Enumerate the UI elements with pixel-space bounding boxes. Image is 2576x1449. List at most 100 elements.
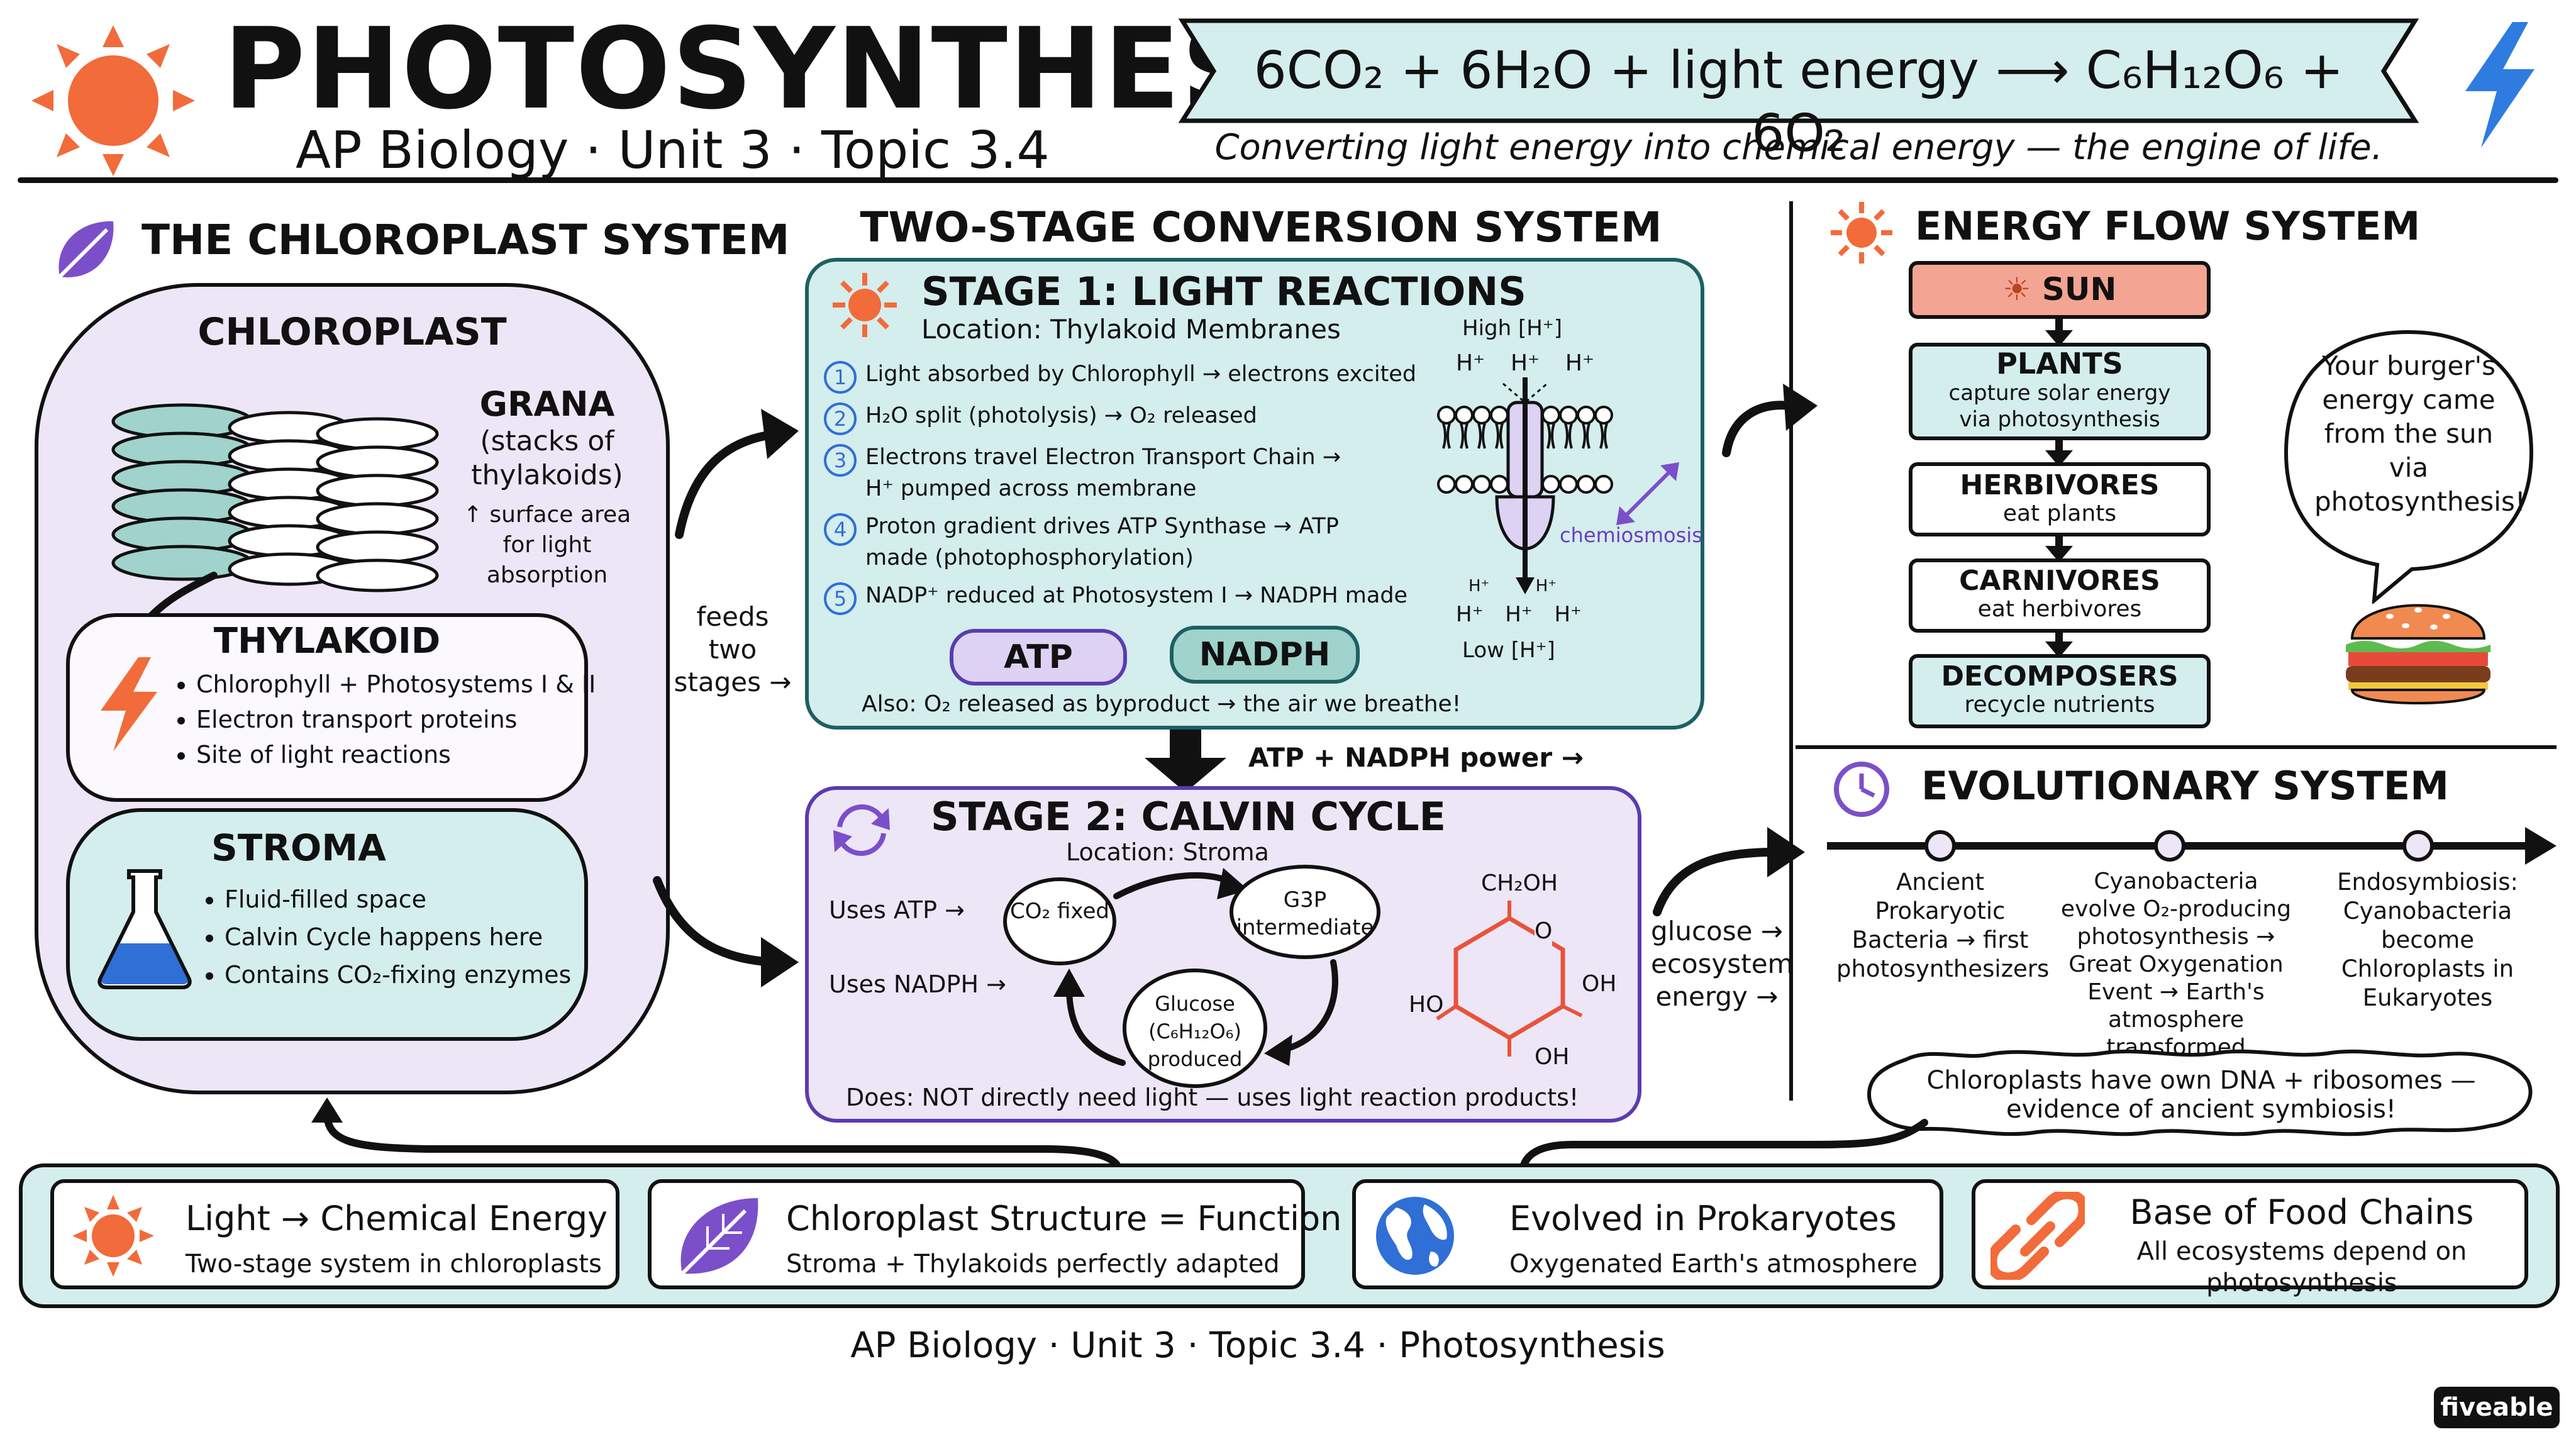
h-plus-ion: H⁺ xyxy=(1535,577,1557,596)
speech-bubble xyxy=(2284,330,2534,604)
h-plus-ion: H⁺ xyxy=(1554,602,1582,627)
stage2-title: STAGE 2: CALVIN CYCLE xyxy=(931,794,1446,840)
chloroplast-to-stage1-arrow xyxy=(675,409,799,539)
list-item: Electron transport proteins xyxy=(196,702,605,737)
glucose-oh-bottom-label: OH xyxy=(1535,1044,1570,1070)
glucose-produced-node: Glucose (C₆H₁₂O₆) produced xyxy=(1123,969,1267,1088)
chemiosmosis-arrow xyxy=(1616,462,1679,525)
step-row: 1 Light absorbed by Chlorophyll → electr… xyxy=(824,358,1421,400)
summary-card-desc: Stroma + Thylakoids perfectly adapted xyxy=(786,1250,1280,1279)
decomposers-title: DECOMPOSERS xyxy=(1941,660,2179,692)
cycle-icon xyxy=(833,804,890,856)
chain-link-icon xyxy=(1990,1192,2085,1280)
atp-badge: ATP xyxy=(950,629,1127,686)
step-text: Proton gradient drives ATP Synthase → AT… xyxy=(865,514,1339,570)
symbiosis-note: Chloroplasts have own DNA + ribosomes — … xyxy=(1926,1066,2476,1124)
glucose-ho-label: HO xyxy=(1409,992,1444,1018)
energy-flow-heading: ENERGY FLOW SYSTEM xyxy=(1915,203,2421,249)
timeline-event: Ancient Prokaryotic Bacteria → first pho… xyxy=(1836,869,2050,982)
h-plus-ion: H⁺ xyxy=(1456,602,1484,627)
step-text: NADP⁺ reduced at Photosystem I → NADPH m… xyxy=(865,583,1408,608)
h-plus-ion: H⁺ xyxy=(1510,350,1540,376)
membrane-atp-synthase-illustration xyxy=(1437,377,1613,594)
step-row: 2 H₂O split (photolysis) → O₂ released xyxy=(824,400,1421,441)
thylakoid-list: Chlorophyll + Photosystems I & II Electr… xyxy=(170,667,605,772)
step-text: H₂O split (photolysis) → O₂ released xyxy=(865,403,1257,428)
plants-title: PLANTS xyxy=(1996,347,2123,380)
photosynthesis-equation: 6CO₂ + 6H₂O + light energy ⟶ C₆H₁₂O₆ + 6… xyxy=(1253,41,2344,164)
sun-icon xyxy=(31,25,195,176)
header-divider xyxy=(18,177,2558,183)
sun-label: SUN xyxy=(2041,271,2117,308)
stage1-steps: 1 Light absorbed by Chlorophyll → electr… xyxy=(824,358,1421,621)
stage2-does-note: Does: NOT directly need light — uses lig… xyxy=(846,1084,1579,1111)
stage2-location: Location: Stroma xyxy=(1066,838,1269,866)
lightning-icon xyxy=(101,657,157,752)
chloroplast-title: CHLOROPLAST xyxy=(197,310,507,354)
glucose-ch2oh-label: CH₂OH xyxy=(1481,870,1558,896)
summary-card-desc: Two-stage system in chloroplasts xyxy=(186,1250,602,1279)
grana-title: GRANA xyxy=(479,384,615,424)
herbivores-desc: eat plants xyxy=(2002,501,2117,526)
stroma-list: Fluid-filled space Calvin Cycle happens … xyxy=(198,880,602,994)
sun-level-box xyxy=(1909,261,2211,319)
carnivores-title: CARNIVORES xyxy=(1959,565,2160,597)
co2-fixed-node: CO₂ fixed xyxy=(1003,877,1116,965)
summary-card-title: Chloroplast Structure = Function xyxy=(786,1199,1342,1238)
step-number: 4 xyxy=(824,513,857,546)
sun-level-label: ☀ SUN xyxy=(1909,269,2211,310)
summary-card-title: Evolved in Prokaryotes xyxy=(1509,1199,1897,1238)
clock-icon xyxy=(1834,762,1889,817)
step-row: 5 NADP⁺ reduced at Photosystem I → NADPH… xyxy=(824,580,1421,621)
step-text: Light absorbed by Chlorophyll → electron… xyxy=(865,362,1417,387)
summary-card-desc: Oxygenated Earth's atmosphere xyxy=(1509,1250,1918,1279)
stage1-to-stage2-arrow xyxy=(1145,730,1226,792)
leaf-icon xyxy=(680,1198,758,1275)
low-h-label: Low [H⁺] xyxy=(1462,638,1555,663)
chloroplast-to-stage2-arrow xyxy=(653,876,799,987)
to-evolutionary-arrow xyxy=(1653,827,1805,916)
list-item: Site of light reactions xyxy=(196,737,605,772)
plants-desc: capture solar energy via photosynthesis xyxy=(1948,380,2171,432)
symbiosis-note-cloud xyxy=(1867,1049,2533,1136)
thylakoid-title: THYLAKOID xyxy=(213,621,441,662)
stroma-title: STROMA xyxy=(211,826,386,869)
two-stage-heading: TWO-STAGE CONVERSION SYSTEM xyxy=(860,203,1662,252)
carnivores-level-box xyxy=(1909,558,2211,633)
high-h-label: High [H⁺] xyxy=(1462,316,1562,341)
h-plus-bottom: H⁺ H⁺ H⁺ xyxy=(1456,601,1582,628)
h-plus-ion: H⁺ xyxy=(1505,602,1533,627)
step-number: 1 xyxy=(824,361,857,394)
step-text: Electrons travel Electron Transport Chai… xyxy=(865,445,1341,501)
speech-bubble-text: Your burger's energy came from the sun v… xyxy=(2314,350,2526,517)
right-horizontal-divider xyxy=(1796,745,2557,749)
h-plus-top: H⁺ H⁺ H⁺ xyxy=(1456,349,1594,378)
summary-card-title: Light → Chemical Energy xyxy=(186,1199,608,1238)
list-item: Fluid-filled space xyxy=(225,880,602,918)
footer-label: AP Biology · Unit 3 · Topic 3.4 · Photos… xyxy=(850,1325,1665,1366)
flask-icon xyxy=(97,869,192,989)
grana-description: (stacks of thylakoids) xyxy=(471,425,623,491)
grana-note: ↑ surface area for light absorption xyxy=(463,502,631,588)
herbivores-level-box xyxy=(1909,462,2211,536)
evolutionary-heading: EVOLUTIONARY SYSTEM xyxy=(1921,763,2449,809)
lightning-icon xyxy=(2465,22,2534,148)
summary-card-title: Base of Food Chains xyxy=(2129,1192,2474,1232)
step-row: 3 Electrons travel Electron Transport Ch… xyxy=(824,441,1421,511)
list-item: Contains CO₂-fixing enzymes xyxy=(225,956,602,994)
globe-icon xyxy=(1376,1197,1454,1275)
list-item: Calvin Cycle happens here xyxy=(225,918,602,956)
glucose-ecosystem-energy-label: glucose → ecosystem energy → xyxy=(1651,916,1794,1012)
chloroplast-heading: THE CHLOROPLAST SYSTEM xyxy=(142,216,790,264)
brand-logo: fiveable xyxy=(2434,1387,2560,1428)
h-plus-mid: H⁺ H⁺ xyxy=(1468,575,1557,597)
glucose-o-label: O xyxy=(1535,917,1553,946)
step-number: 3 xyxy=(824,444,857,477)
plants-level-box xyxy=(1909,343,2211,440)
glucose-oh-label: OH xyxy=(1582,971,1617,997)
chemiosmosis-label: chemiosmosis xyxy=(1560,523,1702,547)
sun-icon xyxy=(72,1195,154,1277)
stage1-location: Location: Thylakoid Membranes xyxy=(921,314,1341,345)
carnivores-desc: eat herbivores xyxy=(1977,596,2142,622)
summary-card xyxy=(648,1179,1305,1289)
